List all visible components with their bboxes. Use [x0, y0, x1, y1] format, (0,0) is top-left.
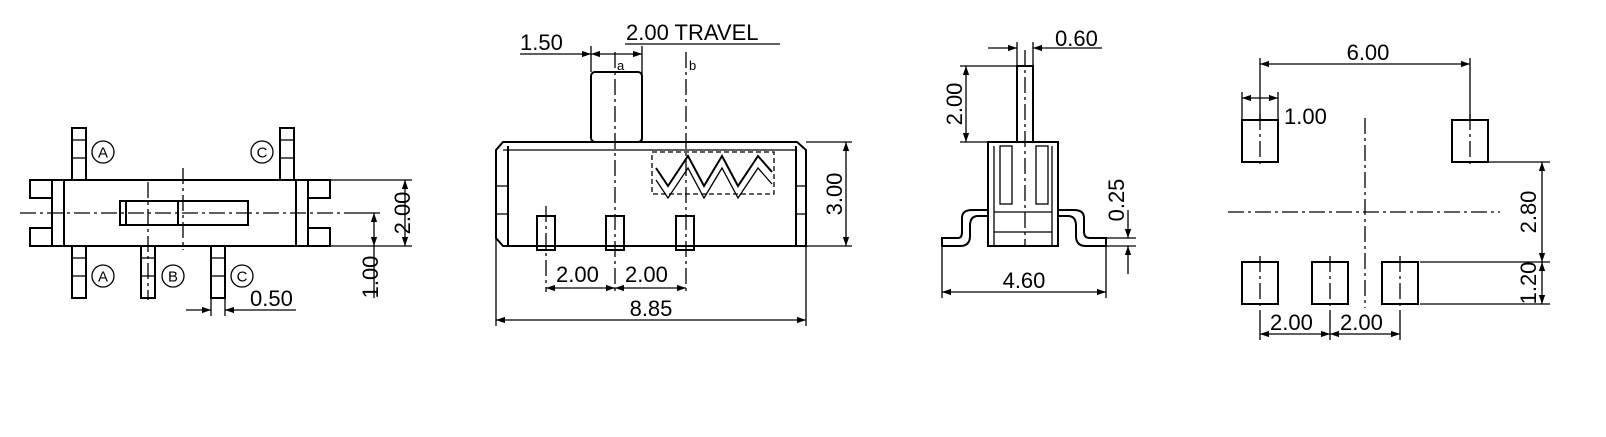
dim-front-length: 8.85	[630, 296, 673, 321]
dim-front-pitch-1: 2.00	[556, 262, 599, 287]
side-lead-right	[1058, 209, 1107, 247]
dim-side-width: 4.60	[1003, 268, 1046, 293]
top-view: A C A B C 2.00 1.00 0.50	[20, 127, 415, 316]
left-top-tab	[29, 179, 53, 199]
pin-label-circle-c-top	[250, 140, 274, 164]
side-contact-left	[999, 145, 1013, 205]
dim-side-actuator-width: 0.60	[1055, 26, 1098, 51]
left-bottom-tab	[29, 227, 53, 247]
pin-label-c-bottom: C	[237, 269, 248, 286]
footprint-view: 6.00 1.00 2.80 1.20 2.00 2.00	[1228, 40, 1550, 340]
dim-fp-pad-height: 1.20	[1516, 262, 1541, 305]
dim-front-height: 3.00	[822, 173, 847, 216]
dim-fp-pad-width: 1.00	[1284, 104, 1327, 129]
dim-fp-row-gap: 2.80	[1516, 191, 1541, 234]
pin-c-bottom	[210, 245, 226, 299]
pin-a-top	[71, 127, 87, 181]
dim-front-pitch-2: 2.00	[625, 262, 668, 287]
dim-top-pin-width: 0.50	[250, 286, 293, 311]
pin-label-a-bottom: A	[98, 269, 108, 286]
pin-label-circle-b-bottom	[161, 264, 185, 288]
pin-label-circle-a-bottom	[91, 264, 115, 288]
side-lead-left	[941, 209, 988, 247]
dim-side-lead: 0.25	[1104, 179, 1129, 222]
front-view: a b 1.50 2.00 TRAVEL 3.0	[495, 20, 852, 326]
actuator	[590, 71, 643, 143]
dim-side-actuator-height: 2.00	[942, 83, 967, 126]
pin-label-circle-c-bottom	[230, 264, 254, 288]
position-a-label: a	[617, 58, 625, 73]
spring	[655, 153, 773, 189]
side-body-outline	[987, 141, 1059, 247]
front-pin-3	[675, 215, 695, 251]
dim-fp-pitch-1: 2.00	[1270, 310, 1313, 335]
dim-fp-span: 6.00	[1347, 40, 1390, 65]
pin-label-c-top: C	[257, 145, 268, 162]
dim-top-height: 2.00	[390, 192, 415, 235]
spring-housing	[651, 151, 775, 195]
pin-a-bottom	[71, 245, 87, 299]
dim-fp-pitch-2: 2.00	[1340, 310, 1383, 335]
pin-b-bottom	[140, 245, 156, 299]
dim-travel: 2.00 TRAVEL	[626, 20, 758, 45]
pin-label-a-top: A	[98, 145, 108, 162]
position-b-label: b	[689, 58, 696, 73]
right-bottom-tab	[307, 227, 331, 247]
dim-top-pin-offset: 1.00	[358, 256, 383, 299]
side-contact-right	[1035, 145, 1049, 205]
dim-actuator-width: 1.50	[520, 30, 563, 55]
side-view: 0.60 2.00 0.25 4.60	[941, 26, 1136, 298]
pin-label-circle-a-top	[91, 140, 115, 164]
right-top-tab	[307, 179, 331, 199]
pin-label-b-bottom: B	[168, 269, 178, 286]
pin-c-top	[279, 127, 295, 181]
